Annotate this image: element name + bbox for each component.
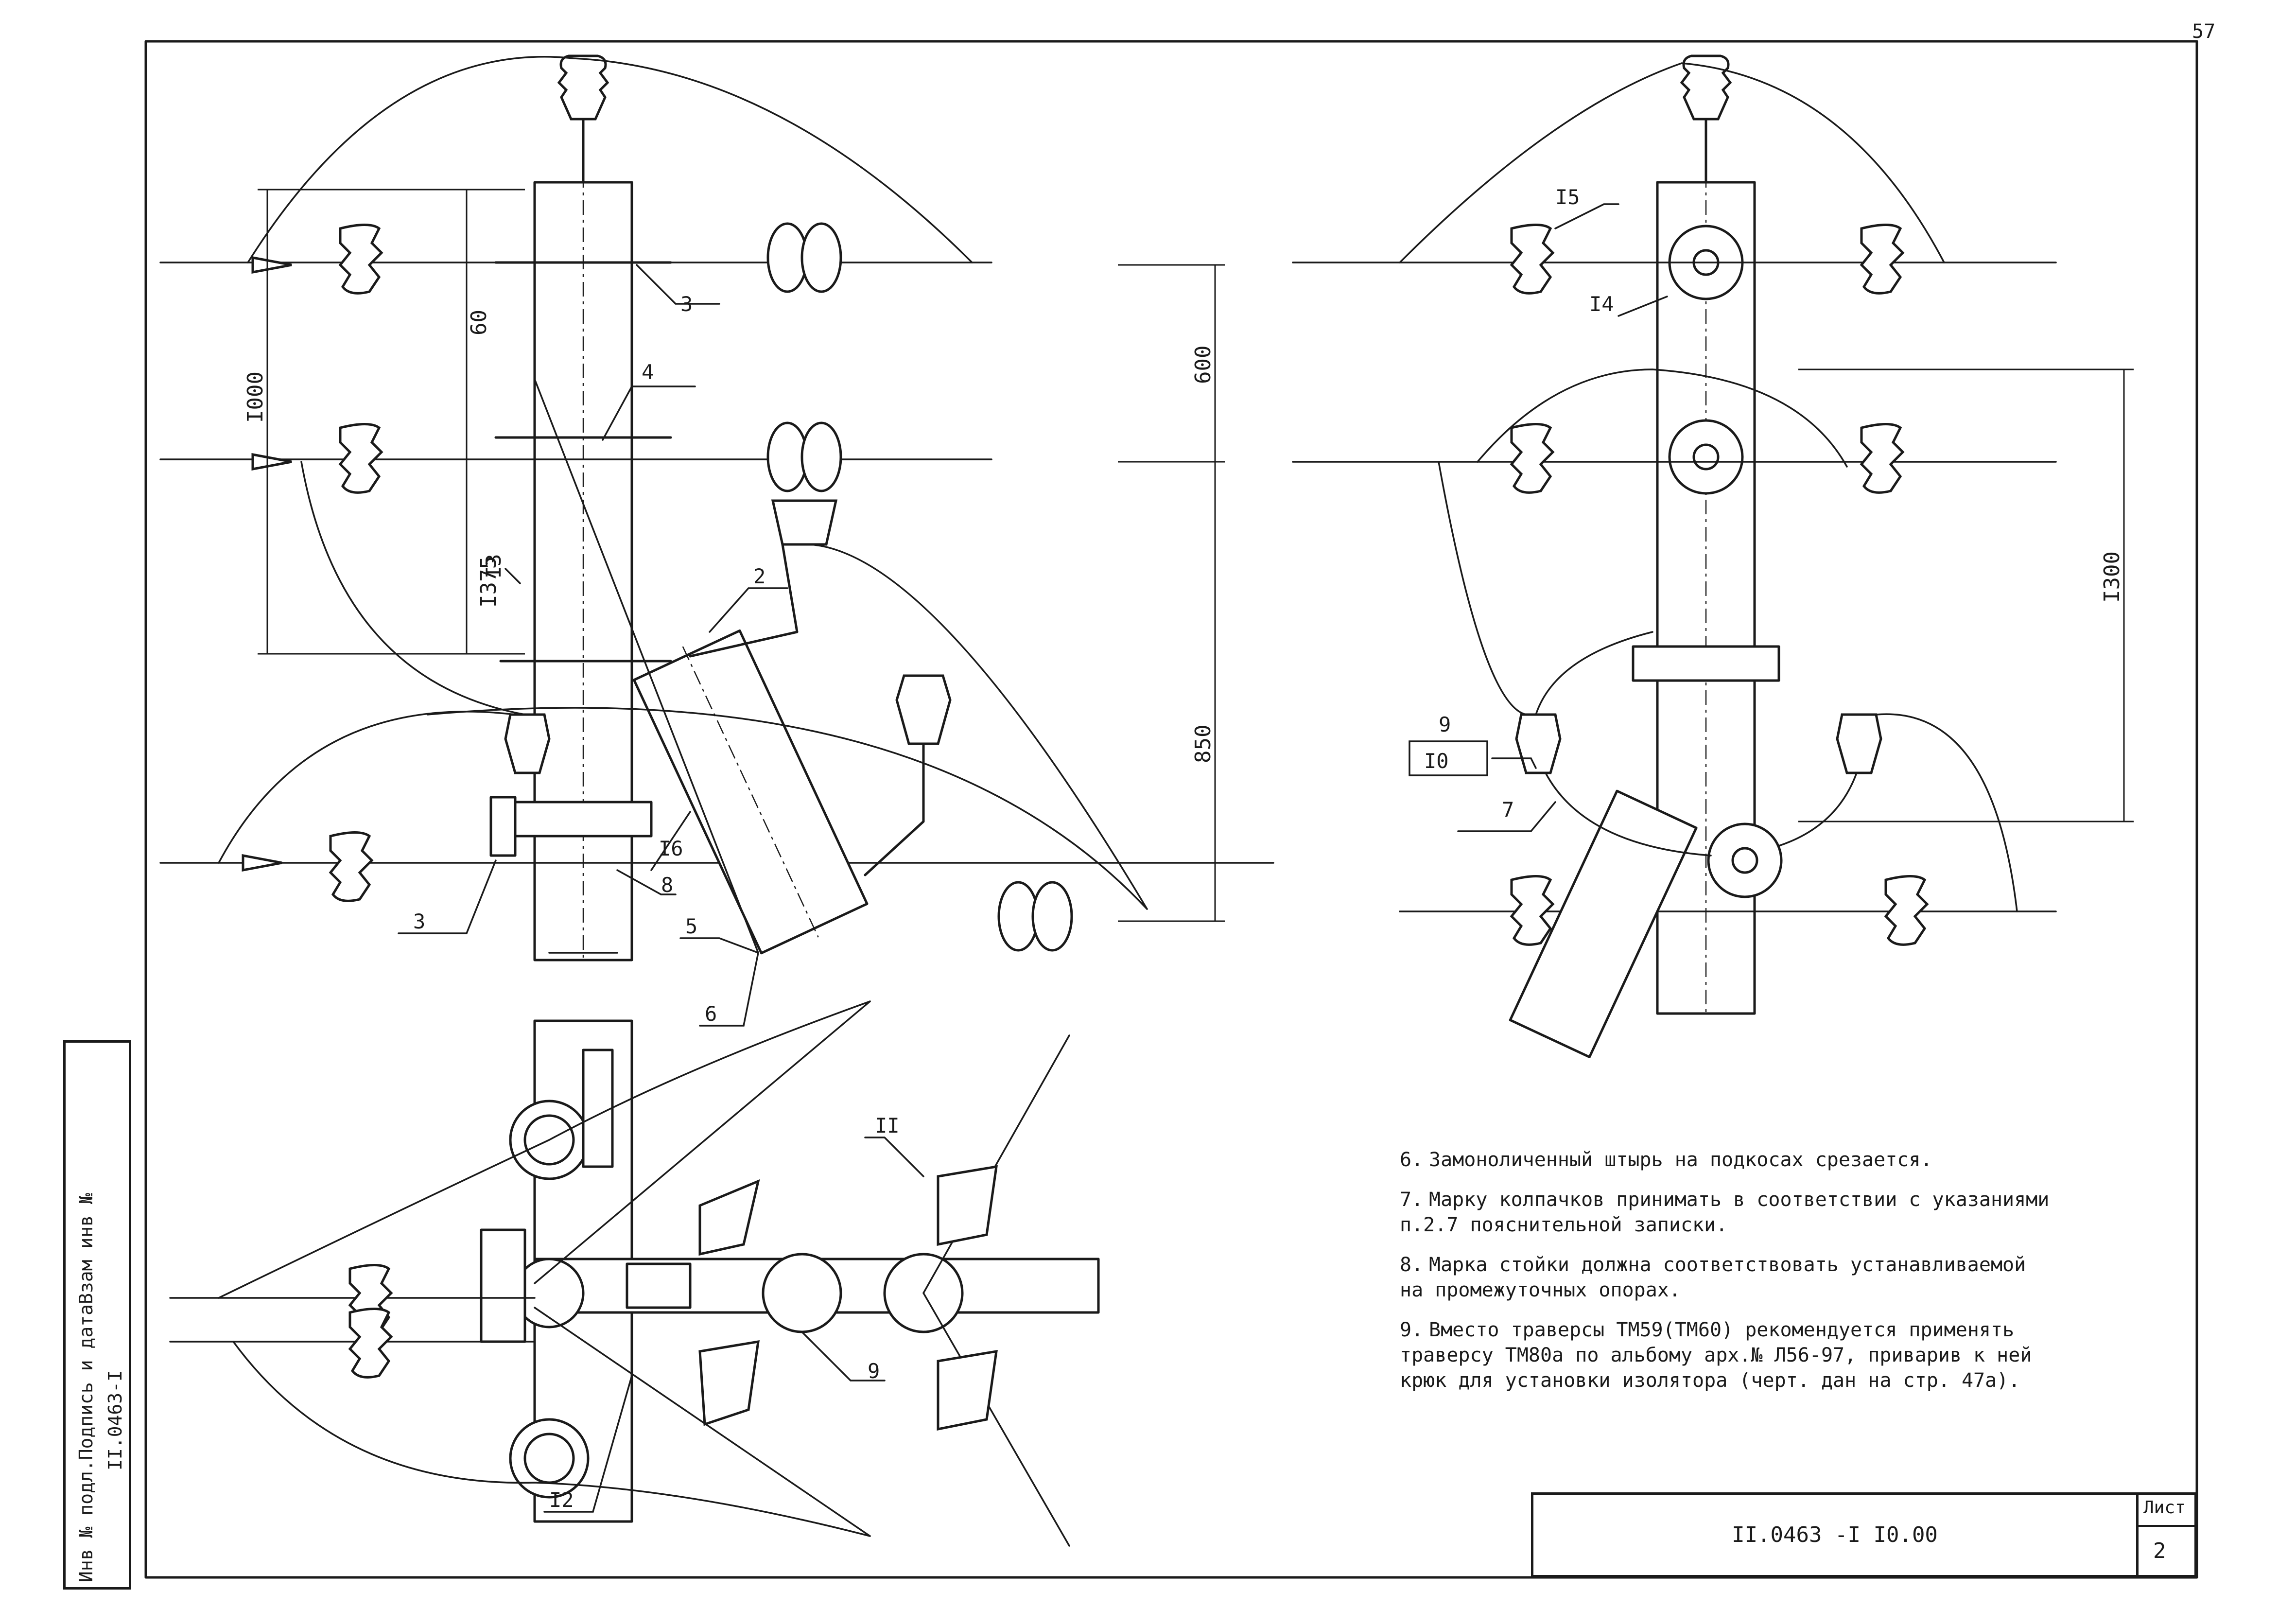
crossarm-disc-lower bbox=[1707, 822, 1783, 898]
suspension-insulator-upper-left bbox=[251, 224, 383, 295]
suspension-insulator-right-view-mr bbox=[1860, 423, 1905, 494]
callout-16: I6 bbox=[659, 837, 683, 860]
title-block-divider bbox=[2136, 1495, 2139, 1575]
dim-1300: I300 bbox=[2100, 551, 2124, 603]
suspension-insulator-right-view-ml bbox=[1510, 423, 1555, 494]
callout-9-right-view: 9 bbox=[1439, 713, 1451, 736]
top-pin-insulator-left bbox=[557, 54, 609, 121]
callout-10: I0 bbox=[1424, 749, 1449, 773]
callout-9-plan: 9 bbox=[868, 1359, 880, 1383]
page-number-top: 57 bbox=[2192, 20, 2216, 43]
title-block-hline bbox=[2139, 1525, 2197, 1527]
side-stamp-labels: Инв № подл.Подпись и датаВзам инв № bbox=[75, 1193, 97, 1582]
callout-4: 4 bbox=[642, 360, 654, 384]
suspension-insulator-right-view-ll bbox=[1510, 875, 1555, 946]
note-6: 6.Замоноличенный штырь на подкосах среза… bbox=[1400, 1149, 1932, 1171]
note-9: 9.Вместо траверсы ТМ59(ТМ60) рекомендует… bbox=[1400, 1319, 2032, 1392]
dim-600: 600 bbox=[1191, 346, 1216, 384]
inclined-brace bbox=[632, 629, 869, 955]
pole-left bbox=[533, 181, 633, 962]
callout-5: 5 bbox=[685, 914, 697, 938]
callout-7: 7 bbox=[1502, 798, 1514, 822]
suspension-insulator-middle-left bbox=[251, 423, 383, 494]
callout-12: I2 bbox=[549, 1488, 574, 1512]
callout-13: I3 bbox=[482, 554, 505, 578]
left-elevation-view bbox=[159, 54, 1274, 1027]
dim-60: 60 bbox=[467, 310, 491, 335]
sheet-label: Лист bbox=[2143, 1498, 2186, 1518]
callout-10-box bbox=[1409, 740, 1488, 776]
callout-8: 8 bbox=[661, 873, 673, 897]
pin-insulator-middle-left bbox=[504, 713, 551, 774]
pin-insulator-brace-right bbox=[895, 674, 952, 745]
dim-1000: I000 bbox=[243, 371, 268, 423]
title-block: II.0463 -I I0.00 Лист 2 bbox=[1531, 1492, 2197, 1577]
callout-15: I5 bbox=[1555, 185, 1580, 209]
side-stamp: Инв № подл.Подпись и датаВзам инв № II.0… bbox=[63, 1040, 131, 1590]
hook-insulator-lower-right bbox=[997, 881, 1073, 952]
plan-view bbox=[169, 1000, 1100, 1547]
callout-3-lower: 3 bbox=[413, 909, 425, 933]
dim-1375: I375 bbox=[476, 556, 501, 608]
suspension-insulator-lower-left bbox=[242, 831, 374, 902]
dim-850: 850 bbox=[1191, 725, 1216, 763]
side-stamp-code: II.0463-I bbox=[104, 1370, 126, 1470]
callout-3-upper: 3 bbox=[680, 292, 693, 316]
crossarm-disc-middle bbox=[1668, 419, 1744, 495]
callout-14: I4 bbox=[1589, 292, 1614, 316]
document-code: II.0463 -I I0.00 bbox=[1732, 1522, 1938, 1547]
suspension-insulator-right-view-ur bbox=[1860, 224, 1905, 295]
drawing-frame bbox=[144, 40, 2198, 1579]
callout-11: II bbox=[875, 1114, 900, 1137]
top-pin-insulator-right bbox=[1680, 54, 1732, 121]
hook-insulator-upper-right bbox=[766, 222, 842, 293]
callout-2: 2 bbox=[753, 564, 765, 588]
pole-clamp-right bbox=[1632, 645, 1780, 682]
callout-6: 6 bbox=[705, 1002, 717, 1026]
suspension-insulator-right-view-ul bbox=[1510, 224, 1555, 295]
note-7: 7.Марку колпачков принимать в соответств… bbox=[1400, 1189, 2050, 1236]
hook-insulator-middle-right bbox=[766, 421, 842, 546]
right-elevation-view bbox=[1292, 54, 2134, 1058]
notes-block: 6.Замоноличенный штырь на подкосах среза… bbox=[1400, 1147, 2197, 1408]
suspension-insulator-right-view-lr bbox=[1884, 875, 1929, 946]
inclined-brace-right bbox=[1509, 789, 1698, 1058]
sheet-number: 2 bbox=[2153, 1539, 2166, 1563]
note-8: 8.Марка стойки должна соответствовать ус… bbox=[1400, 1254, 2026, 1301]
